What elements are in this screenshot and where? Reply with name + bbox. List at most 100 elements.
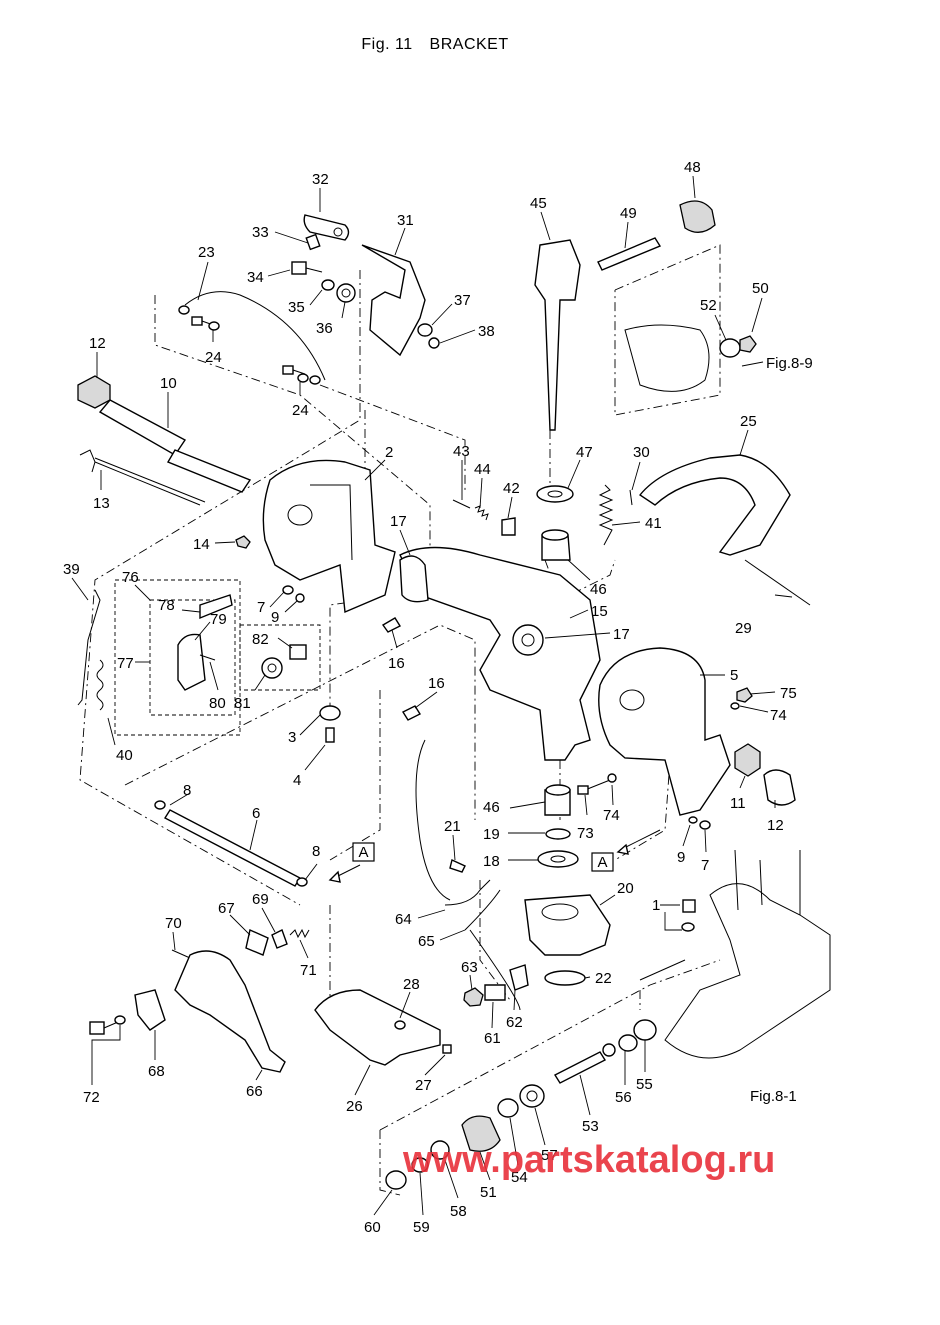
- part-label-25: 25: [740, 413, 757, 430]
- part-label-74-b: 74: [603, 807, 620, 824]
- part-label-38: 38: [478, 323, 495, 340]
- part-label-3: 3: [288, 729, 296, 746]
- view-marker-a-1: A: [352, 842, 375, 862]
- part-label-78: 78: [158, 597, 175, 614]
- part-label-2: 2: [385, 444, 393, 461]
- part-label-31: 31: [397, 212, 414, 229]
- part-label-29: 29: [735, 620, 752, 637]
- part-labels: 32 31 33 23 34 35 36 37 38 24 24 12 10 1…: [63, 159, 797, 1236]
- part-label-15: 15: [591, 603, 608, 620]
- part-label-42: 42: [503, 480, 520, 497]
- part-label-9-b: 9: [677, 849, 685, 866]
- part-label-68: 68: [148, 1063, 165, 1080]
- part-label-19: 19: [483, 826, 500, 843]
- view-marker-a-2: A: [591, 852, 614, 872]
- part-label-63: 63: [461, 959, 478, 976]
- view-marker-a-1-text: A: [358, 844, 368, 861]
- part-label-45: 45: [530, 195, 547, 212]
- part-label-21: 21: [444, 818, 461, 835]
- part-label-8-a: 8: [183, 782, 191, 799]
- part-label-67: 67: [218, 900, 235, 917]
- part-label-51: 51: [480, 1184, 497, 1201]
- part-label-34: 34: [247, 269, 264, 286]
- part-label-11: 11: [730, 795, 746, 812]
- part-label-33: 33: [252, 224, 269, 241]
- part-label-57: 57: [541, 1147, 558, 1164]
- ref-fig-8-1: Fig.8-1: [750, 1088, 797, 1105]
- part-label-59: 59: [413, 1219, 430, 1236]
- part-label-74-a: 74: [770, 707, 787, 724]
- part-label-81: 81: [234, 695, 251, 712]
- part-label-4: 4: [293, 772, 301, 789]
- part-label-72: 72: [83, 1089, 100, 1106]
- part-label-69: 69: [252, 891, 269, 908]
- grouping-lines: [79, 244, 721, 1196]
- part-label-16-b: 16: [428, 675, 445, 692]
- part-label-13: 13: [93, 495, 110, 512]
- part-label-28: 28: [403, 976, 420, 993]
- ref-fig-8-9: Fig.8-9: [766, 355, 813, 372]
- part-label-61: 61: [484, 1030, 501, 1047]
- part-label-14: 14: [193, 536, 210, 553]
- part-label-30: 30: [633, 444, 650, 461]
- part-label-73: 73: [577, 825, 594, 842]
- part-label-58: 58: [450, 1203, 467, 1220]
- leader-lines: [71, 175, 793, 1216]
- part-label-36: 36: [316, 320, 333, 337]
- part-label-5: 5: [730, 667, 738, 684]
- part-label-82: 82: [252, 631, 269, 648]
- part-label-23: 23: [198, 244, 215, 261]
- part-label-26: 26: [346, 1098, 363, 1115]
- part-label-24-b: 24: [292, 402, 309, 419]
- part-label-49: 49: [620, 205, 637, 222]
- part-label-1: 1: [652, 897, 660, 914]
- part-label-56: 56: [615, 1089, 632, 1106]
- watermark: www.partskatalog.ru: [402, 1139, 775, 1181]
- part-label-17-a: 17: [390, 513, 407, 530]
- part-label-20: 20: [617, 880, 634, 897]
- view-marker-a-2-text: A: [597, 854, 607, 871]
- part-label-70: 70: [165, 915, 182, 932]
- part-label-8-b: 8: [312, 843, 320, 860]
- part-label-43: 43: [453, 443, 470, 460]
- part-label-22: 22: [595, 970, 612, 987]
- part-label-46-b: 46: [483, 799, 500, 816]
- figure-number: Fig. 11: [361, 36, 413, 53]
- part-label-18: 18: [483, 853, 500, 870]
- part-label-54: 54: [511, 1169, 528, 1186]
- part-label-32: 32: [312, 171, 329, 188]
- part-label-50: 50: [752, 280, 769, 297]
- part-label-62: 62: [506, 1014, 523, 1031]
- part-label-12-b: 12: [767, 817, 784, 834]
- part-label-35: 35: [288, 299, 305, 316]
- part-label-39: 39: [63, 561, 80, 578]
- part-label-77: 77: [117, 655, 134, 672]
- part-label-71: 71: [300, 962, 317, 979]
- part-label-9-a: 9: [271, 609, 279, 626]
- part-label-60: 60: [364, 1219, 381, 1236]
- figure-name: BRACKET: [429, 36, 509, 53]
- part-label-46-a: 46: [590, 581, 607, 598]
- part-label-24-a: 24: [205, 349, 222, 366]
- part-label-64: 64: [395, 911, 412, 928]
- part-label-65: 65: [418, 933, 435, 950]
- part-label-76: 76: [122, 569, 139, 586]
- part-label-17-b: 17: [613, 626, 630, 643]
- part-label-7-a: 7: [257, 599, 265, 616]
- part-label-48: 48: [684, 159, 701, 176]
- part-label-12-a: 12: [89, 335, 106, 352]
- parts-artwork: [77, 200, 831, 1190]
- part-label-53: 53: [582, 1118, 599, 1135]
- part-label-37: 37: [454, 292, 471, 309]
- part-label-16-a: 16: [388, 655, 405, 672]
- part-label-44: 44: [474, 461, 491, 478]
- part-label-6: 6: [252, 805, 260, 822]
- figure-title: Fig. 11 BRACKET: [0, 36, 870, 54]
- part-label-41: 41: [645, 515, 662, 532]
- part-label-40: 40: [116, 747, 133, 764]
- part-label-80: 80: [209, 695, 226, 712]
- part-label-52: 52: [700, 297, 717, 314]
- part-label-27: 27: [415, 1077, 432, 1094]
- part-label-47: 47: [576, 444, 593, 461]
